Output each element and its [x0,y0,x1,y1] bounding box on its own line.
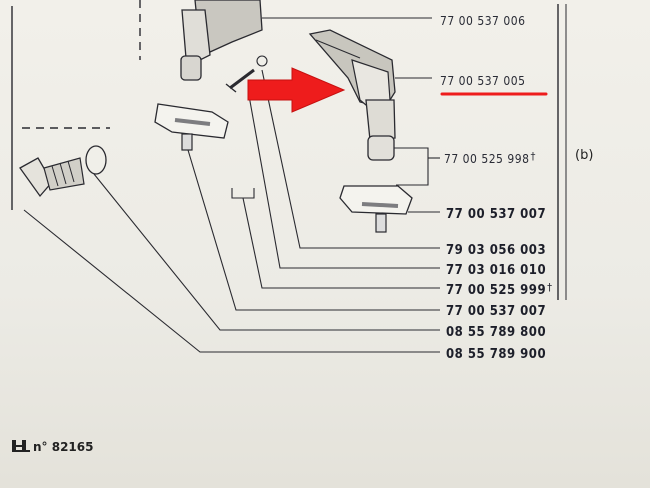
logo-icon [12,440,30,452]
part-number: 08 55 789 900 [446,347,547,362]
plate-reference: n° 82165 [12,440,93,454]
screw-icon [225,55,268,93]
switch-cap-right [339,185,413,233]
part-number: 79 03 056 003 [446,243,547,258]
leader-lines [23,17,440,353]
part-number: 77 00 537 006 [440,14,526,28]
highlight-arrow [247,67,346,113]
lens-housing-right [308,29,396,161]
part-number: 77 03 016 010 [446,263,547,278]
switch-cap-left [154,103,229,151]
lens-housing-left [180,0,263,81]
part-number: 77 00 537 007 [446,304,547,319]
plate-number: n° 82165 [33,440,94,454]
part-number: 77 00 525 999† [446,281,553,298]
part-number: 77 00 525 998† [444,150,536,166]
spring-mechanism [19,145,107,198]
part-number: 77 00 537 007 [446,207,547,222]
part-number-highlighted: 77 00 537 005 [440,74,526,88]
part-number: 08 55 789 800 [446,325,547,340]
group-label: (b) [575,148,594,163]
